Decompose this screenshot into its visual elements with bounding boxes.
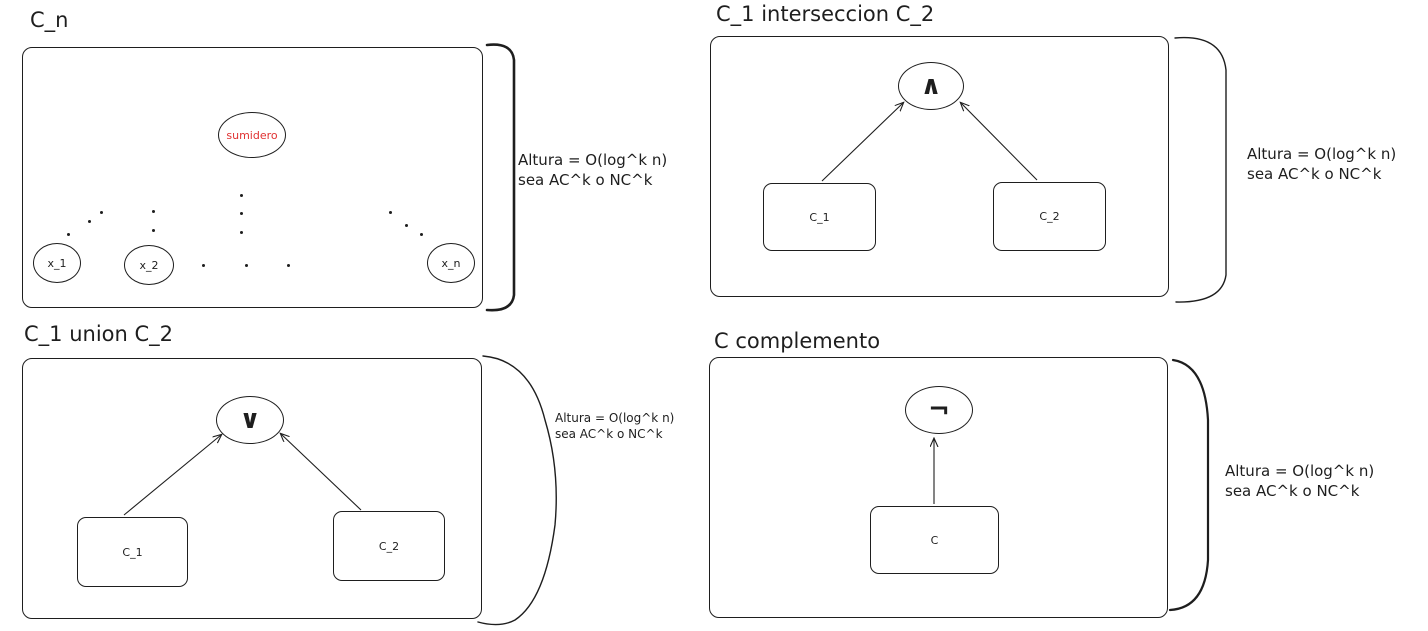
and-operator-symbol: ∧ xyxy=(920,71,942,101)
cn-title: C_n xyxy=(30,8,69,32)
input-label-x2: x_2 xyxy=(139,258,159,272)
complement-child-label: C xyxy=(930,533,939,547)
union-left-label: C_1 xyxy=(122,545,143,559)
intersection-left-label: C_1 xyxy=(809,210,830,224)
cn-note-line2: sea AC^k o NC^k xyxy=(518,171,653,190)
input-label-xn: x_n xyxy=(441,256,461,270)
union-right-child: C_2 xyxy=(333,511,445,581)
sink-node: sumidero xyxy=(218,112,286,158)
ellipsis-dot xyxy=(240,212,243,215)
intersection-right-child: C_2 xyxy=(993,182,1106,251)
intersection-right-label: C_2 xyxy=(1039,210,1060,223)
intersection-title: C_1 interseccion C_2 xyxy=(716,2,935,26)
ellipsis-dot xyxy=(100,211,103,214)
intersection-note-line2: sea AC^k o NC^k xyxy=(1247,165,1382,184)
complement-height-note: Altura = O(log^k n) sea AC^k o NC^k xyxy=(1225,461,1374,502)
edge-intersection-left xyxy=(821,103,903,182)
edge-union-left xyxy=(123,435,221,516)
ellipsis-dot xyxy=(240,194,243,197)
ellipsis-dot xyxy=(88,220,91,223)
ellipsis-dot xyxy=(405,224,408,227)
or-operator-node: ∨ xyxy=(216,396,284,444)
ellipsis-dot xyxy=(240,231,243,234)
cn-height-brace xyxy=(485,43,516,312)
intersection-frame xyxy=(710,36,1169,297)
ellipsis-dot xyxy=(152,229,155,232)
edge-intersection-right xyxy=(961,103,1038,181)
complement-frame xyxy=(709,357,1168,618)
complement-height-brace xyxy=(1168,358,1210,612)
ellipsis-dot xyxy=(287,264,290,267)
sink-label: sumidero xyxy=(226,128,278,142)
and-operator-node: ∧ xyxy=(898,62,964,110)
ellipsis-dot xyxy=(389,211,392,214)
ellipsis-dot xyxy=(152,210,155,213)
input-node-xn: x_n xyxy=(427,243,475,283)
not-operator-node: ¬ xyxy=(905,386,973,434)
complement-child: C xyxy=(870,506,999,574)
intersection-note-line1: Altura = O(log^k n) xyxy=(1247,145,1397,163)
not-operator-symbol: ¬ xyxy=(928,395,950,425)
cn-height-note: Altura = O(log^k n) sea AC^k o NC^k xyxy=(518,150,667,191)
intersection-height-brace xyxy=(1174,36,1227,303)
union-frame xyxy=(22,358,482,619)
intersection-left-child: C_1 xyxy=(763,183,876,251)
input-label-x1: x_1 xyxy=(47,256,67,270)
ellipsis-dot xyxy=(67,233,70,236)
input-node-x1: x_1 xyxy=(33,243,81,283)
complement-note-line1: Altura = O(log^k n) xyxy=(1225,462,1375,480)
input-node-x2: x_2 xyxy=(124,245,174,285)
edge-union-right xyxy=(281,434,362,511)
union-title: C_1 union C_2 xyxy=(24,322,174,346)
union-note-line1: Altura = O(log^k n) xyxy=(555,411,675,425)
union-height-note: Altura = O(log^k n) sea AC^k o NC^k xyxy=(555,410,674,442)
ellipsis-dot xyxy=(420,233,423,236)
complement-title: C complemento xyxy=(714,329,881,353)
cn-frame xyxy=(22,47,483,308)
intersection-height-note: Altura = O(log^k n) sea AC^k o NC^k xyxy=(1247,144,1396,185)
complement-note-line2: sea AC^k o NC^k xyxy=(1225,482,1360,501)
or-operator-symbol: ∨ xyxy=(239,405,261,435)
union-right-label: C_2 xyxy=(378,539,400,553)
ellipsis-dot xyxy=(202,264,205,267)
union-note-line2: sea AC^k o NC^k xyxy=(555,427,663,442)
union-left-child: C_1 xyxy=(77,517,188,587)
union-height-brace xyxy=(477,355,557,626)
ellipsis-dot xyxy=(245,264,248,267)
cn-note-line1: Altura = O(log^k n) xyxy=(518,151,668,169)
